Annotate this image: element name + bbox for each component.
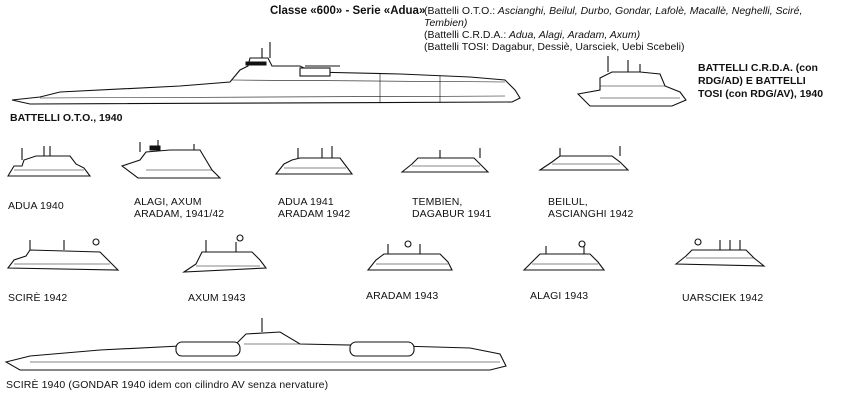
caption-adua-1940: ADUA 1940: [8, 200, 64, 212]
crda-tosi-label: BATTELLI C.R.D.A. (con RDG/AD) E BATTELL…: [698, 62, 838, 101]
crda-boats-line: (Battelli C.R.D.A.: Adua, Alagi, Aradam,…: [424, 29, 640, 41]
caption-adua-1941: ADUA 1941 ARADAM 1942: [278, 196, 351, 220]
caption-scire-1940: SCIRÈ 1940 (GONDAR 1940 idem con cilindr…: [6, 379, 329, 391]
oto-group-label: (Battelli O.T.O.:: [424, 5, 496, 17]
oto-boats-line: (Battelli O.T.O.: Ascianghi, Beilul, Dur…: [424, 5, 802, 17]
conning-tower-crda-tosi-1940: [576, 56, 687, 107]
conning-tower-aradam-1943: [366, 240, 453, 271]
submarine-oto-1940-profile: [11, 42, 521, 105]
caption-axum-1943: AXUM 1943: [188, 292, 246, 304]
oto-boats-line-cont: Tembien): [424, 17, 468, 29]
conning-tower-scire-1942: [6, 238, 120, 271]
caption-aradam-1943: ARADAM 1943: [366, 290, 439, 302]
cylinder-aft: [175, 341, 241, 357]
conning-tower-axum-1943: [182, 234, 268, 273]
crda-tosi-label-line1: BATTELLI C.R.D.A. (con: [698, 62, 818, 74]
caption-alagi-1943: ALAGI 1943: [530, 290, 589, 302]
caption-scire-1942: SCIRÈ 1942: [8, 292, 68, 304]
crda-group-label: (Battelli C.R.D.A.:: [424, 29, 507, 41]
caption-uarsciek-1942: UARSCIEK 1942: [682, 292, 764, 304]
oto-1940-label: BATTELLI O.T.O., 1940: [10, 112, 123, 124]
conning-tower-alagi-1943: [522, 240, 606, 271]
conning-tower-beilul-1942: [538, 146, 630, 171]
submarine-scire-1940-profile: [4, 318, 507, 371]
conning-tower-alagi-1941: [120, 140, 222, 179]
conning-tower-adua-1941: [274, 146, 354, 175]
caption-alagi-axum-aradam: ALAGI, AXUM ARADAM, 1941/42: [134, 196, 225, 220]
oto-boat-names: Ascianghi, Beilul, Durbo, Gondar, Lafolè…: [497, 5, 803, 17]
conning-tower-adua-1940: [7, 146, 92, 177]
tosi-boats-line: (Battelli TOSI: Dagabur, Dessiè, Uarscie…: [424, 41, 685, 53]
crda-tosi-label-line3: TOSI (con RDG/AV), 1940: [698, 88, 824, 100]
conning-tower-uarsciek-1942: [674, 238, 766, 267]
cylinder-fore: [349, 341, 415, 357]
caption-beilul-ascianghi: BEILUL, ASCIANGHI 1942: [548, 196, 634, 220]
crda-tosi-label-line2: RDG/AD) E BATTELLI: [698, 75, 806, 87]
caption-tembien-dagabur: TEMBIEN, DAGABUR 1941: [412, 196, 492, 220]
page-title: Classe «600» - Serie «Adua»: [270, 5, 426, 17]
crda-boat-names: Adua, Alagi, Aradam, Axum): [508, 29, 641, 41]
conning-tower-tembien-1941: [400, 148, 490, 173]
